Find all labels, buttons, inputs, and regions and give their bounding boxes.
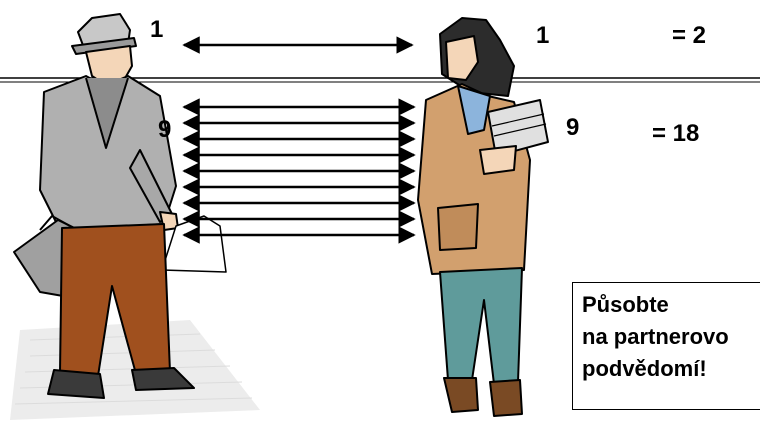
callout-box: Působte na partnerovo podvědomí!: [572, 282, 760, 410]
top-right-count: 1: [536, 22, 550, 49]
woman-figure: [417, 17, 549, 417]
callout-line-3: podvědomí!: [582, 356, 707, 381]
arrow-stack: [182, 98, 416, 244]
bottom-right-count: 9: [566, 114, 580, 141]
top-total: = 2: [672, 22, 707, 49]
top-left-count: 1: [150, 16, 164, 43]
bottom-total: = 18: [652, 120, 700, 147]
callout-line-1: Působte: [582, 292, 669, 317]
callout-line-2: na partnerovo: [582, 324, 729, 349]
man-figure: [13, 13, 227, 399]
bottom-left-count: 9: [158, 116, 172, 143]
